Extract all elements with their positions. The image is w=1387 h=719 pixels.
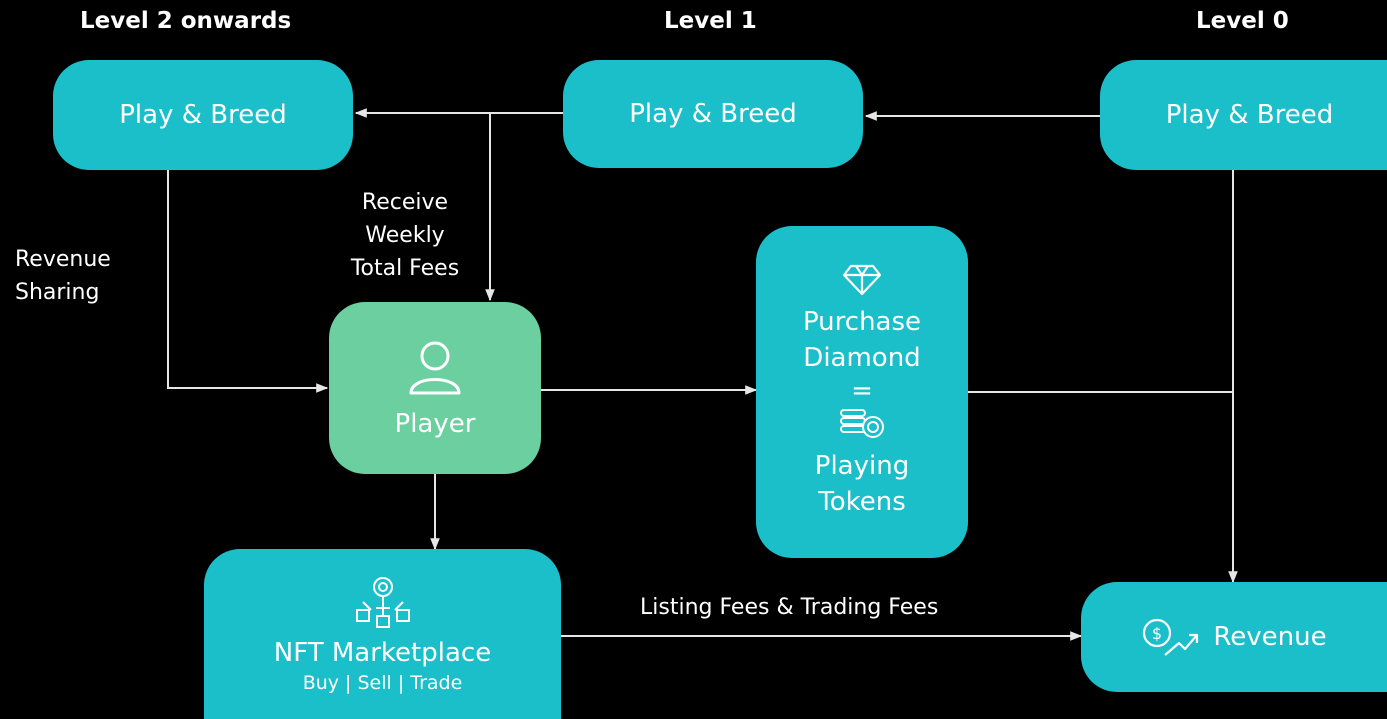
nft-marketplace-node: NFT Marketplace Buy | Sell | Trade <box>204 549 561 719</box>
purchase-line-3: Playing <box>814 451 910 481</box>
play-breed-level2-label: Play & Breed <box>119 100 287 130</box>
svg-text:$: $ <box>1152 624 1162 643</box>
purchase-line-1: Purchase <box>802 307 922 337</box>
level-1-heading: Level 1 <box>664 8 757 34</box>
purchase-diamond-node: Purchase Diamond = Playing Tokens <box>756 226 968 558</box>
player-node: Player <box>329 302 541 474</box>
revenue-sharing-line-1: Revenue <box>15 247 111 272</box>
play-breed-level2-node: Play & Breed <box>53 60 353 170</box>
marketplace-subtitle: Buy | Sell | Trade <box>302 672 463 694</box>
marketplace-title: NFT Marketplace <box>273 638 492 668</box>
play-breed-level0-label: Play & Breed <box>1165 100 1334 130</box>
receive-fees-line-3: Total Fees <box>350 256 460 281</box>
diamond-icon <box>842 264 882 296</box>
revenue-node: $ Revenue <box>1081 582 1387 692</box>
marketplace-icon <box>355 577 410 628</box>
purchase-equals: = <box>851 376 873 406</box>
coins-icon <box>840 409 884 438</box>
listing-fees-label: Listing Fees & Trading Fees <box>640 595 939 620</box>
purchase-line-4: Tokens <box>818 487 906 517</box>
level-0-heading: Level 0 <box>1196 8 1289 34</box>
receive-fees-line-1: Receive <box>361 190 449 215</box>
receive-fees-label: Receive Weekly Total Fees <box>338 186 472 285</box>
purchase-line-2: Diamond <box>803 343 921 373</box>
play-breed-level1-node: Play & Breed <box>563 60 863 168</box>
revenue-sharing-line-2: Sharing <box>15 280 100 305</box>
play-breed-level0-node: Play & Breed <box>1100 60 1387 170</box>
revenue-label: Revenue <box>1213 622 1327 652</box>
play-breed-level1-label: Play & Breed <box>629 99 797 129</box>
receive-fees-line-2: Weekly <box>365 223 445 248</box>
user-icon <box>409 341 461 395</box>
revenue-sharing-label: Revenue Sharing <box>15 243 111 309</box>
level-2-heading: Level 2 onwards <box>80 8 292 34</box>
edge-revenue-sharing <box>167 170 329 393</box>
revenue-icon: $ <box>1143 618 1199 656</box>
player-label: Player <box>394 409 476 439</box>
